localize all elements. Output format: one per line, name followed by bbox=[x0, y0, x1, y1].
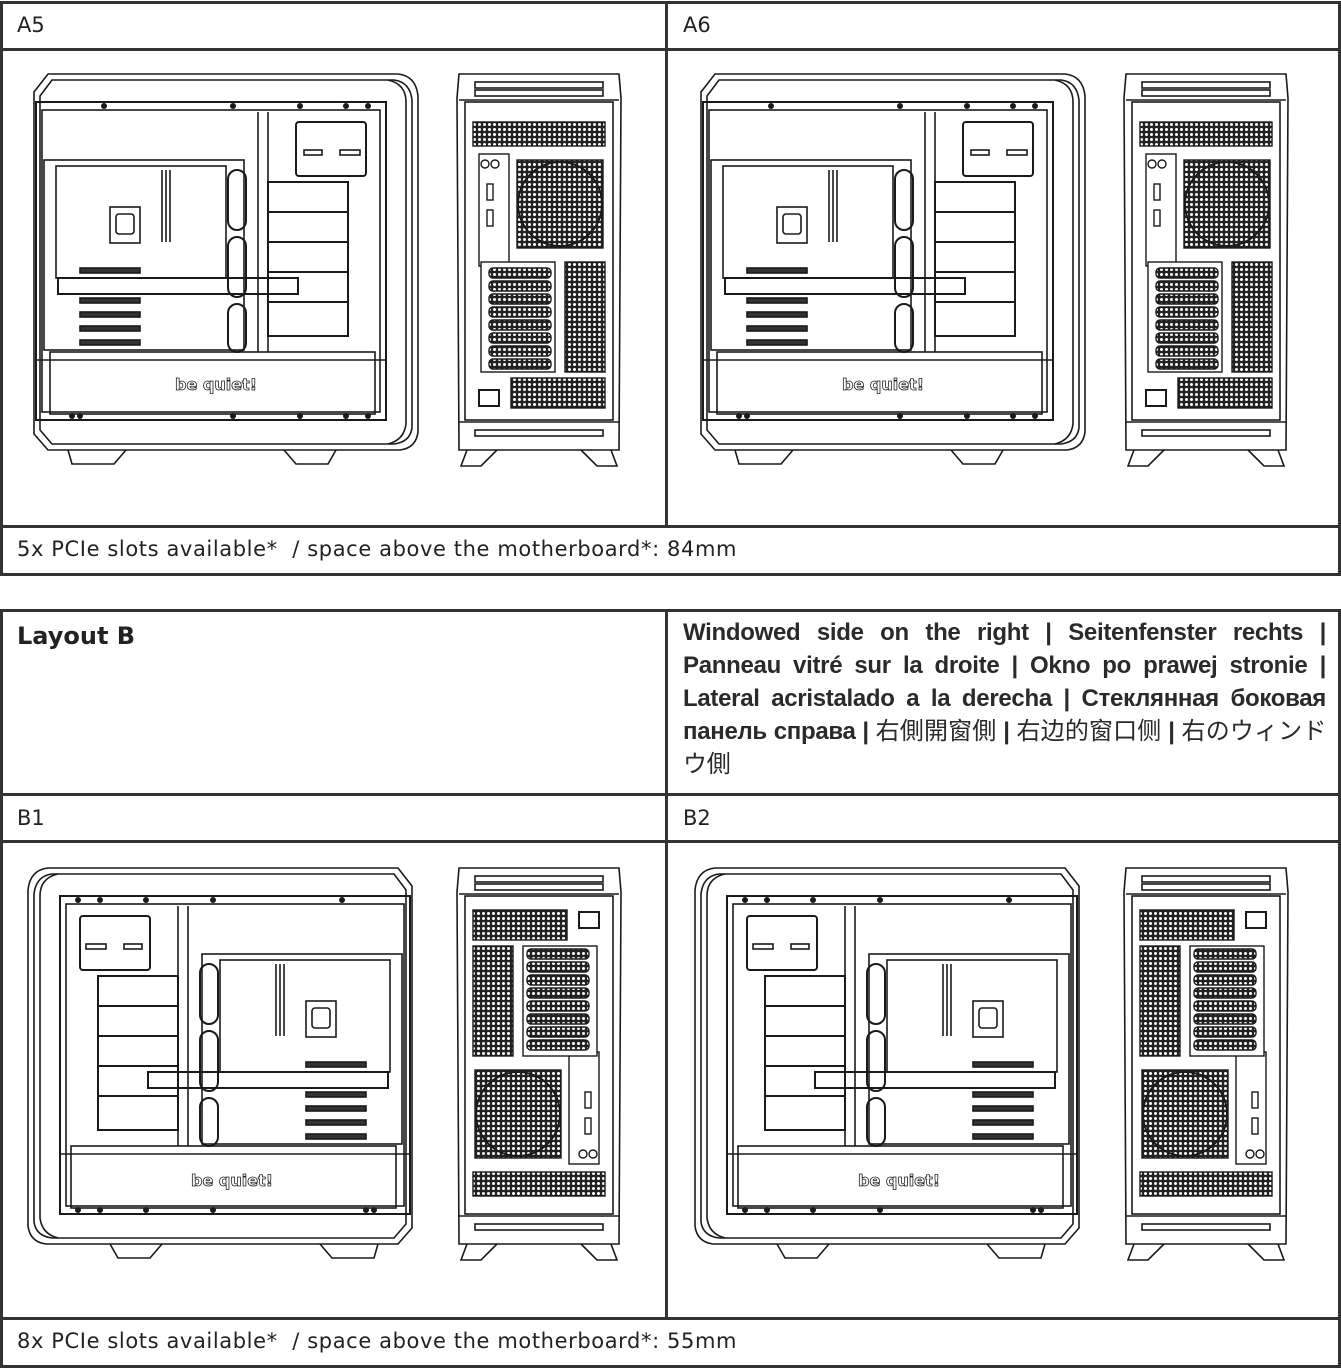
desc-ja: 右のウィンドウ側 bbox=[683, 717, 1327, 778]
separator: | bbox=[855, 718, 876, 745]
layout-b-table bbox=[0, 609, 1341, 1368]
desc-zh-tw: 右側開窗側 bbox=[875, 717, 997, 745]
desc-fr: Panneau vitré sur la droite bbox=[683, 652, 1000, 679]
separator: | bbox=[1161, 718, 1182, 745]
layout-b-title: Layout B bbox=[17, 622, 136, 650]
divider bbox=[665, 1, 668, 527]
logo-be-quiet: be quiet! bbox=[842, 375, 924, 394]
case-side-view-a6: be quiet! bbox=[700, 73, 1086, 465]
case-rear-view-a5 bbox=[456, 73, 622, 467]
divider bbox=[0, 1317, 1341, 1320]
case-rear-view-b2 bbox=[1123, 867, 1289, 1261]
separator: | bbox=[1051, 685, 1082, 712]
layout-a-caption: 5x PCIe slots available* / space above t… bbox=[17, 537, 738, 561]
desc-es: Lateral acristalado a la derecha bbox=[683, 685, 1052, 712]
layout-b-caption: 8x PCIe slots available* / space above t… bbox=[17, 1329, 738, 1353]
desc-pl: Okno po prawej stronie bbox=[1030, 652, 1308, 679]
panel-label-b2: B2 bbox=[683, 806, 711, 830]
separator: | bbox=[1307, 652, 1327, 679]
separator: | bbox=[996, 718, 1017, 745]
case-side-view-b2: be quiet! bbox=[694, 867, 1080, 1259]
panel-label-a5: A5 bbox=[17, 13, 45, 37]
case-side-view-a5: be quiet! bbox=[33, 73, 419, 465]
separator: | bbox=[1028, 619, 1069, 646]
logo-be-quiet: be quiet! bbox=[191, 1171, 273, 1190]
divider bbox=[0, 840, 1341, 843]
separator: | bbox=[1303, 619, 1327, 646]
logo-be-quiet: be quiet! bbox=[858, 1171, 940, 1190]
divider bbox=[0, 48, 1341, 51]
case-side-view-b1: be quiet! bbox=[27, 867, 413, 1259]
desc-zh-cn: 右边的窗口侧 bbox=[1016, 717, 1162, 745]
layout-b-description: Windowed side on the right | Seitenfenst… bbox=[683, 616, 1326, 781]
divider bbox=[665, 609, 668, 1319]
divider bbox=[0, 525, 1341, 528]
desc-ru: Стеклянная боковая панель справа bbox=[683, 685, 1327, 745]
panel-label-a6: A6 bbox=[683, 13, 711, 37]
layout-a-table bbox=[0, 1, 1341, 576]
logo-be-quiet: be quiet! bbox=[175, 375, 257, 394]
case-rear-view-b1 bbox=[456, 867, 622, 1261]
divider bbox=[0, 793, 1341, 796]
panel-label-b1: B1 bbox=[17, 806, 45, 830]
case-rear-view-a6 bbox=[1123, 73, 1289, 467]
desc-en: Windowed side on the right bbox=[683, 619, 1029, 646]
separator: | bbox=[999, 652, 1031, 679]
desc-de: Seitenfenster rechts bbox=[1068, 619, 1304, 646]
